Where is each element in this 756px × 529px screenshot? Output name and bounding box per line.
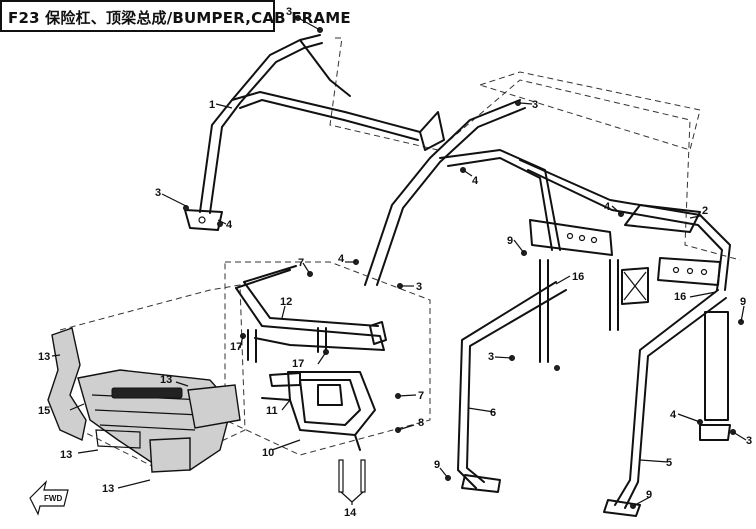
callout-12: 12 bbox=[280, 296, 292, 308]
callout-10: 10 bbox=[262, 447, 274, 459]
callout-3: 3 bbox=[488, 351, 494, 363]
callout-17: 17 bbox=[230, 341, 242, 353]
callout-16: 16 bbox=[674, 291, 686, 303]
part-15-front-bumper bbox=[47, 327, 241, 473]
fwd-label: FWD bbox=[44, 494, 62, 503]
callout-4: 4 bbox=[338, 253, 345, 265]
callout-9: 9 bbox=[646, 489, 652, 501]
callout-15: 15 bbox=[38, 405, 50, 417]
title-box: F23 保险杠、顶梁总成/BUMPER,CAB FRAME bbox=[0, 0, 351, 32]
part-2-roof-frame bbox=[364, 99, 731, 363]
callouts: 3 1 3 4 3 4 2 4 9 7 4 3 16 16 9 12 17 17… bbox=[38, 6, 752, 519]
callout-2: 2 bbox=[702, 205, 708, 217]
part-6-side-bar bbox=[457, 281, 567, 493]
dash-guide-top bbox=[329, 37, 741, 261]
callout-13: 13 bbox=[38, 351, 50, 363]
callout-4: 4 bbox=[604, 201, 611, 213]
callout-9: 9 bbox=[507, 235, 513, 247]
part-12-bumper-frame bbox=[235, 265, 387, 363]
callout-1: 1 bbox=[209, 99, 215, 111]
callout-11: 11 bbox=[266, 405, 278, 417]
callout-7: 7 bbox=[298, 257, 304, 269]
part-14-bolts bbox=[338, 459, 366, 503]
callout-5: 5 bbox=[666, 457, 672, 469]
part-11-bumper-bracket bbox=[261, 371, 376, 451]
callout-7: 7 bbox=[418, 390, 424, 402]
callout-13: 13 bbox=[160, 374, 172, 386]
dash-box-roof bbox=[478, 71, 701, 151]
part-1-roof-hoop bbox=[184, 34, 445, 231]
part-5-side-bar bbox=[603, 289, 731, 517]
callout-3: 3 bbox=[416, 281, 422, 293]
callout-9: 9 bbox=[434, 459, 440, 471]
callout-4: 4 bbox=[472, 175, 479, 187]
callout-14: 14 bbox=[344, 507, 357, 519]
callout-16: 16 bbox=[572, 271, 584, 283]
callout-13: 13 bbox=[60, 449, 72, 461]
callout-9: 9 bbox=[740, 296, 746, 308]
callout-3: 3 bbox=[532, 99, 538, 111]
callout-13: 13 bbox=[102, 483, 114, 495]
callout-3: 3 bbox=[746, 435, 752, 447]
callout-4: 4 bbox=[226, 219, 233, 231]
callout-8: 8 bbox=[418, 417, 424, 429]
callout-6: 6 bbox=[490, 407, 496, 419]
callout-3: 3 bbox=[286, 6, 292, 18]
callout-3: 3 bbox=[155, 187, 161, 199]
fwd-arrow-icon: FWD bbox=[29, 480, 69, 516]
callout-17: 17 bbox=[292, 358, 304, 370]
leader-lines bbox=[51, 14, 747, 507]
dash-box-subframe bbox=[224, 261, 431, 456]
diagram-title: F23 保险杠、顶梁总成/BUMPER,CAB FRAME bbox=[8, 9, 351, 27]
callout-4: 4 bbox=[670, 409, 677, 421]
